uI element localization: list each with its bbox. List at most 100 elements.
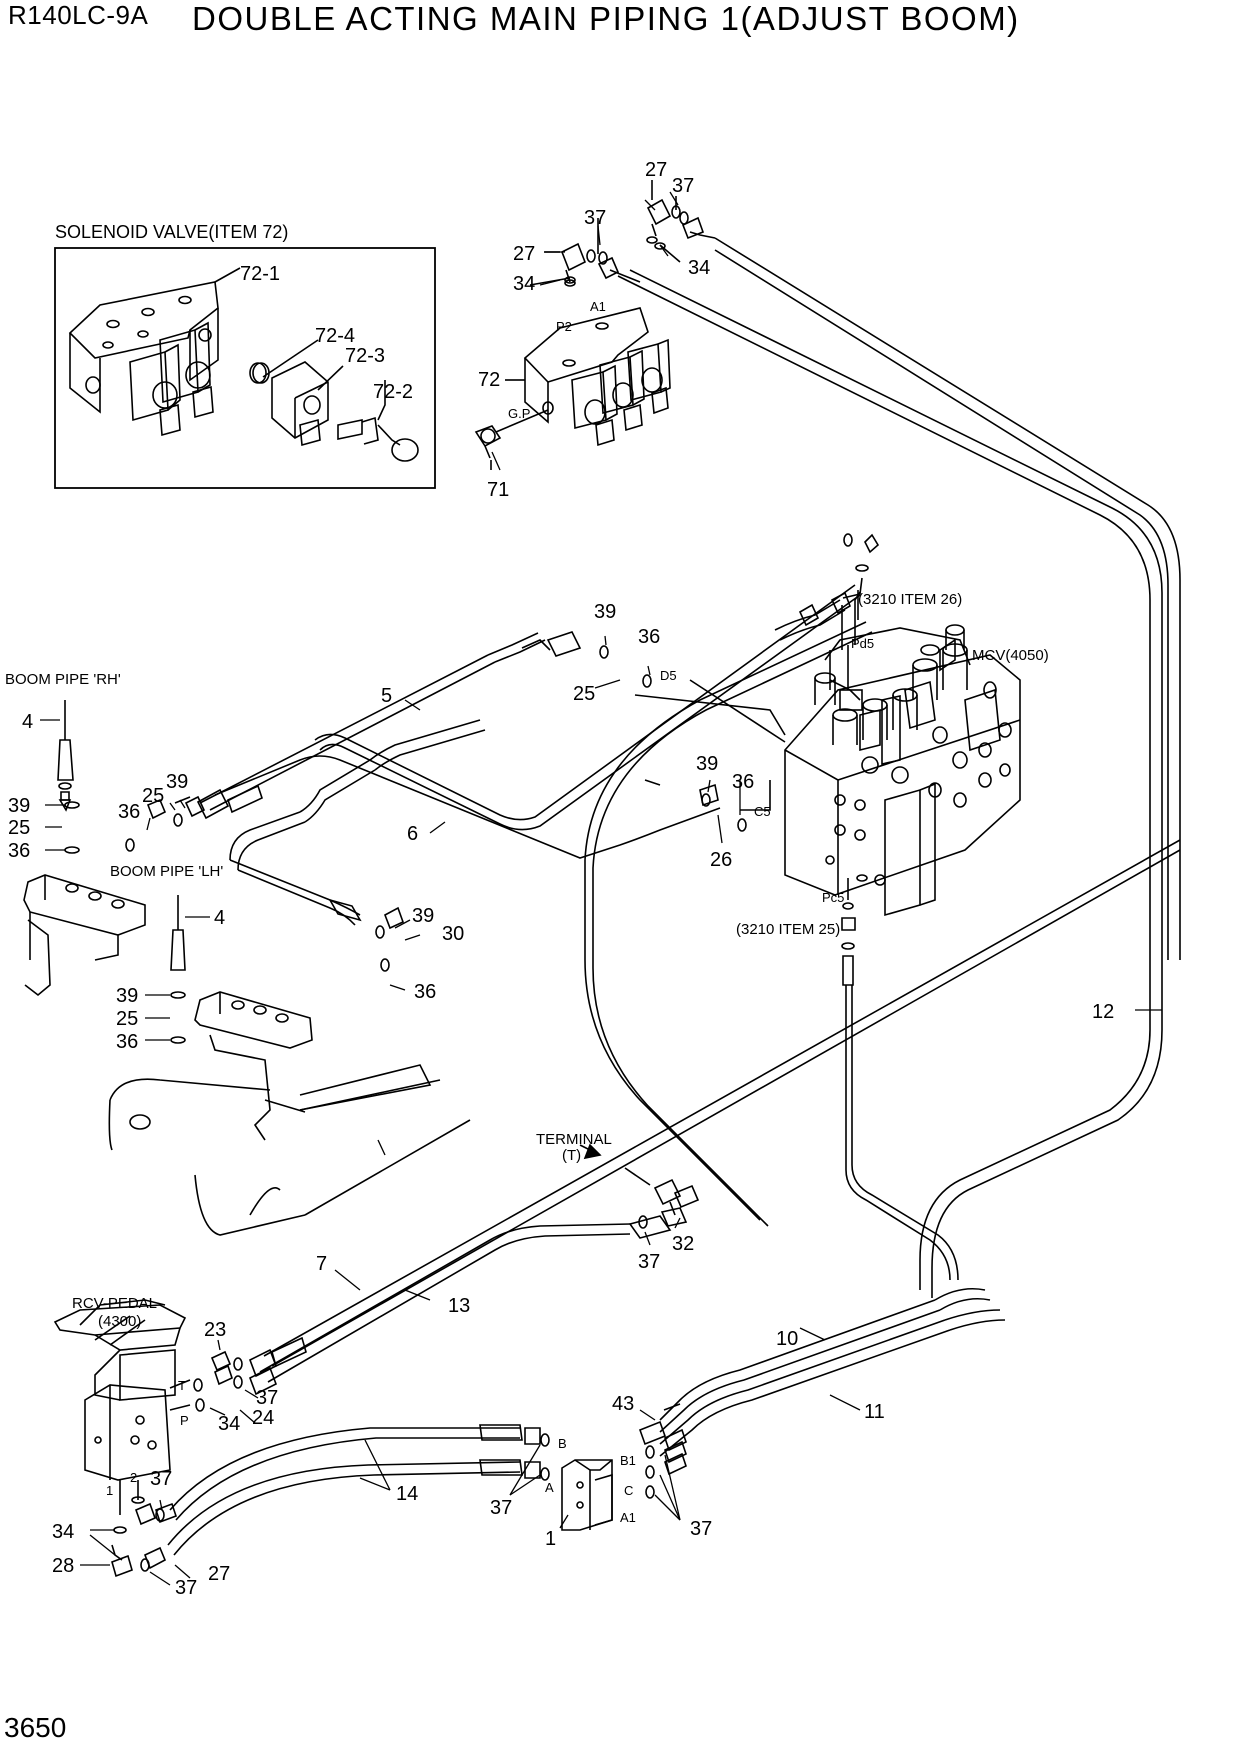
boom-pipe-lh-label: BOOM PIPE 'LH' — [110, 863, 223, 880]
terminal-label: TERMINAL — [536, 1131, 612, 1148]
callout-36: 36 — [638, 626, 660, 648]
callout-39: 39 — [116, 985, 138, 1007]
callout-36: 36 — [8, 840, 30, 862]
port-2: 2 — [130, 1470, 137, 1485]
hose-top-b2 — [714, 249, 1169, 960]
page-number: 3650 — [4, 1712, 67, 1743]
mcv-label: MCV(4050) — [972, 647, 1049, 664]
callout-34: 34 — [218, 1413, 240, 1435]
callout-34: 34 — [513, 273, 535, 295]
callout-4: 4 — [214, 907, 225, 929]
callout-72: 72 — [478, 369, 500, 391]
port-d5: D5 — [660, 668, 677, 683]
item26-note: (3210 ITEM 26) — [858, 591, 962, 608]
callout-37: 37 — [690, 1518, 712, 1540]
callout-72-4: 72-4 — [315, 325, 355, 347]
callout-26: 26 — [710, 849, 732, 871]
callout-39: 39 — [8, 795, 30, 817]
callout-32: 32 — [672, 1233, 694, 1255]
callout-5: 5 — [381, 685, 392, 707]
top-fittings — [560, 198, 716, 284]
callout-37: 37 — [638, 1251, 660, 1273]
port-b: B — [558, 1436, 567, 1451]
callout-11: 11 — [864, 1401, 885, 1423]
callout-4: 4 — [22, 711, 33, 733]
port-a1: A1 — [590, 299, 606, 314]
callout-39: 39 — [696, 753, 718, 775]
hose-7 — [259, 1223, 631, 1373]
callout-24: 24 — [252, 1407, 274, 1429]
callout-37: 37 — [175, 1577, 197, 1599]
rcv-pedal — [53, 1299, 187, 1481]
port-pd5: Pd5 — [851, 636, 874, 651]
callout-71: 71 — [487, 479, 509, 501]
boom-pipe-rh-label: BOOM PIPE 'RH' — [5, 671, 121, 688]
callout-25: 25 — [8, 817, 30, 839]
callout-36: 36 — [414, 981, 436, 1003]
port-t: T — [178, 1378, 186, 1393]
callout-37: 37 — [150, 1468, 172, 1490]
mcv-spools — [814, 624, 1012, 886]
callout-14: 14 — [396, 1483, 418, 1505]
port-c: C — [624, 1483, 633, 1498]
solenoid-valve-72 — [474, 307, 671, 459]
callout-37: 37 — [584, 207, 606, 229]
callout-39: 39 — [594, 601, 616, 623]
inset-frame — [54, 247, 436, 489]
o-rings — [64, 211, 868, 1572]
callout-25: 25 — [142, 785, 164, 807]
callout-28: 28 — [52, 1555, 74, 1577]
port-c5: C5 — [754, 804, 771, 819]
callout-34: 34 — [688, 257, 710, 279]
hose-13 — [263, 839, 1181, 1357]
solenoid-valve-exploded — [68, 281, 419, 462]
callout-23: 23 — [204, 1319, 226, 1341]
callout-6: 6 — [407, 823, 418, 845]
callout-25: 25 — [116, 1008, 138, 1030]
port-p2: P2 — [556, 319, 572, 334]
callout-34: 34 — [52, 1521, 74, 1543]
port-1: 1 — [106, 1483, 113, 1498]
callout-37: 37 — [672, 175, 694, 197]
callout-27: 27 — [208, 1563, 230, 1585]
callout-25: 25 — [573, 683, 595, 705]
callout-43: 43 — [612, 1393, 634, 1415]
port-gp: G.P — [508, 406, 530, 421]
item25-note: (3210 ITEM 25) — [736, 921, 840, 938]
rcv-pedal-label: RCV-PEDAL — [72, 1295, 157, 1312]
port-pc5: Pc5 — [822, 890, 844, 905]
port-a: A — [545, 1480, 554, 1495]
callout-13: 13 — [448, 1295, 470, 1317]
callout-12: 12 — [1092, 1001, 1114, 1023]
hose-loop — [584, 621, 867, 1221]
hose-12-b — [629, 269, 1163, 1298]
callout-72-3: 72-3 — [345, 345, 385, 367]
callout-30: 30 — [442, 923, 464, 945]
rcv-pedal-number: (4300) — [98, 1313, 141, 1330]
hose-12-a — [617, 275, 1151, 1290]
hose-6 — [229, 584, 861, 926]
callout-27: 27 — [645, 159, 667, 181]
callout-37: 37 — [256, 1387, 278, 1409]
hose-6-long — [214, 755, 721, 859]
callout-72-2: 72-2 — [373, 381, 413, 403]
callout-10: 10 — [776, 1328, 798, 1350]
callout-37: 37 — [490, 1497, 512, 1519]
port-p: P — [180, 1413, 189, 1428]
callout-39: 39 — [166, 771, 188, 793]
port-a1-lower: A1 — [620, 1510, 636, 1525]
callout-1: 1 — [545, 1528, 556, 1550]
callout-27: 27 — [513, 243, 535, 265]
terminal-t-label: (T) — [562, 1147, 581, 1164]
hose-5 — [184, 631, 582, 820]
callout-36: 36 — [118, 801, 140, 823]
hose-14 — [169, 1427, 520, 1511]
diagram-labels: SOLENOID VALVE(ITEM 72) 72-1 72-4 72-3 7… — [5, 159, 1114, 1599]
hose-top-b — [714, 237, 1181, 960]
model-number: R140LC-9A — [8, 0, 149, 30]
leader-lines — [40, 191, 1162, 1586]
callout-36: 36 — [732, 771, 754, 793]
inset-title: SOLENOID VALVE(ITEM 72) — [55, 222, 288, 242]
callout-39: 39 — [412, 905, 434, 927]
